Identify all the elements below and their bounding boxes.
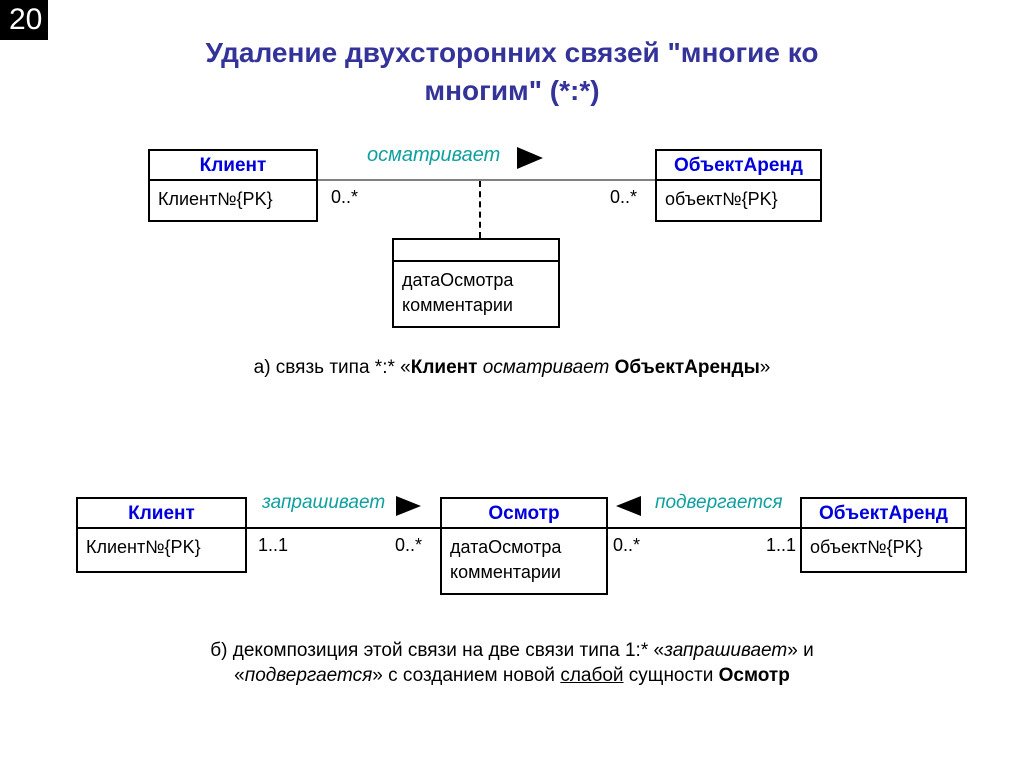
relationship-line-a <box>318 179 655 181</box>
caption-b2-verb: подвергается <box>244 665 373 686</box>
entity-inspection: Осмотр датаОсмотра комментарии <box>440 497 608 595</box>
slide-title-line1: Удаление двухсторонних связей "многие ко <box>205 37 819 68</box>
caption-a-entity2: ОбъектАренды <box>614 357 760 378</box>
caption-b1-prefix: б) декомпозиция этой связи на две связи … <box>210 640 665 661</box>
inspection-attr-comments: комментарии <box>450 562 561 582</box>
slide-number: 20 <box>9 3 43 36</box>
cardinality-a-left: 0..* <box>331 187 359 207</box>
entity-object-a: ОбъектАренд объект№{PK} <box>655 149 822 222</box>
entity-object-a-attr: объект№{PK} <box>665 189 778 209</box>
caption-b1-suffix: » и <box>787 640 814 661</box>
entity-client-b-title: Клиент <box>78 499 245 529</box>
entity-client-b: Клиент Клиент№{PK} <box>76 497 247 573</box>
left-arrow-icon <box>616 496 641 516</box>
relationship-verb-b-left: запрашивает <box>262 492 386 513</box>
assoc-entity-box: датаОсмотра комментарии <box>392 238 560 328</box>
entity-object-b: ОбъектАренд объект№{PK} <box>800 497 967 573</box>
right-arrow-icon <box>396 496 421 516</box>
entity-client-b-attr: Клиент№{PK} <box>86 537 201 557</box>
caption-a: а) связь типа *:* «Клиент осматривает Об… <box>0 355 1024 380</box>
entity-object-b-attr: объект№{PK} <box>810 537 923 557</box>
relationship-line-b-right <box>608 527 800 529</box>
cardinality-a-right: 0..* <box>610 187 638 207</box>
entity-inspection-attrs: датаОсмотра комментарии <box>442 529 606 593</box>
assoc-attr-comments: комментарии <box>402 295 513 315</box>
slide-number-badge: 20 <box>0 0 48 40</box>
cardinality-b-inspection-left: 0..* <box>395 535 423 555</box>
caption-b-line2: «подвергается» с созданием новой слабой … <box>0 663 1024 688</box>
entity-client-a-attr: Клиент№{PK} <box>158 189 273 209</box>
assoc-entity-header-empty <box>394 240 558 262</box>
relationship-line-b-left <box>247 527 440 529</box>
relationship-verb-a: осматривает <box>367 144 501 166</box>
caption-b: б) декомпозиция этой связи на две связи … <box>0 638 1024 688</box>
cardinality-b-inspection-right: 0..* <box>613 535 641 555</box>
caption-b2-p3: сущности <box>623 665 719 686</box>
slide-title-line2: многим" (*:*) <box>424 75 600 106</box>
inspection-attr-date: датаОсмотра <box>450 537 562 557</box>
caption-b1-verb: запрашивает <box>664 640 788 661</box>
relationship-verb-b-right: подвергается <box>655 492 783 513</box>
assoc-dashed-line <box>479 181 481 238</box>
entity-client-a: Клиент Клиент№{PK} <box>148 149 318 222</box>
right-arrow-icon <box>517 147 543 169</box>
assoc-entity-attrs: датаОсмотра комментарии <box>394 262 558 326</box>
caption-b2-p1: « <box>234 665 245 686</box>
caption-a-suffix: » <box>759 357 771 378</box>
cardinality-b-client: 1..1 <box>258 535 289 555</box>
entity-client-a-title: Клиент <box>150 151 316 181</box>
assoc-attr-date: датаОсмотра <box>402 270 514 290</box>
caption-b2-underlined: слабой <box>560 665 624 686</box>
caption-a-prefix: а) связь типа *:* « <box>253 357 411 378</box>
caption-a-entity1: Клиент <box>410 357 478 378</box>
caption-b2-p2: » с созданием новой <box>372 665 561 686</box>
slide-title: Удаление двухсторонних связей "многие ко… <box>0 34 1024 110</box>
entity-inspection-title: Осмотр <box>442 499 606 529</box>
cardinality-b-object: 1..1 <box>766 535 797 555</box>
caption-b2-entity: Осмотр <box>718 665 790 686</box>
entity-object-b-title: ОбъектАренд <box>802 499 965 529</box>
caption-b-line1: б) декомпозиция этой связи на две связи … <box>0 638 1024 663</box>
caption-a-verb: осматривает <box>477 357 615 378</box>
entity-object-a-title: ОбъектАренд <box>657 151 820 181</box>
